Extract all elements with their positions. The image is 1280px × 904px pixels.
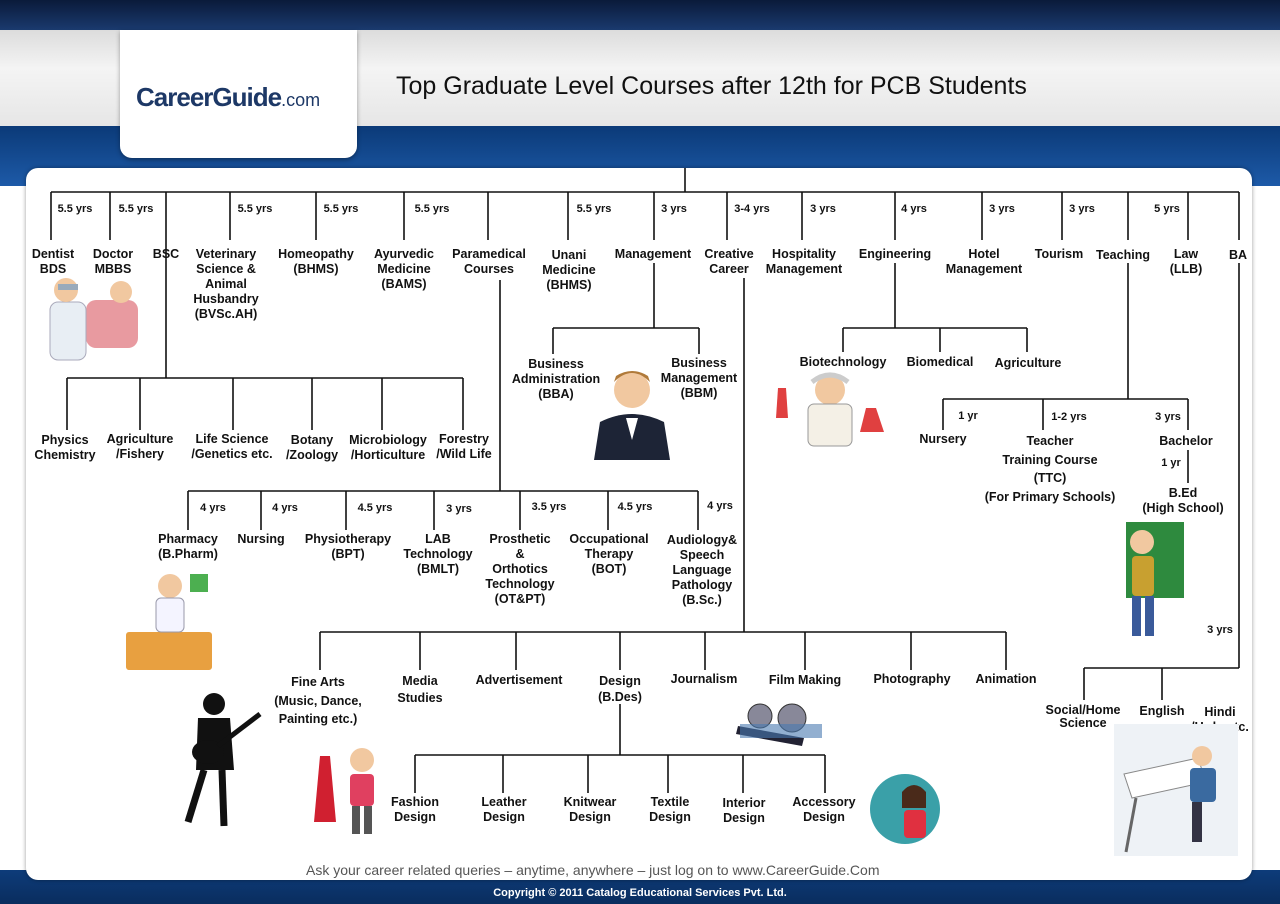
fashion-designer-illustration <box>314 748 374 834</box>
businessman-illustration <box>594 371 670 460</box>
duration-engineering: 4 yrs <box>901 203 927 215</box>
duration-creative: 3-4 yrs <box>734 203 770 215</box>
page-title: Top Graduate Level Courses after 12th fo… <box>396 72 1027 100</box>
dentist-illustration <box>49 278 138 361</box>
duration-pharmacy: 4 yrs <box>200 502 226 514</box>
duration-ba: 3 yrs <box>1207 624 1233 636</box>
logo-main: CareerGuide <box>136 82 282 112</box>
duration-dentist: 5.5 yrs <box>57 203 93 215</box>
paramedical-physiotherapy[interactable]: Physiotherapy(BPT) <box>304 532 392 561</box>
duration-bachelor: 3 yrs <box>1155 411 1181 423</box>
ask-text: Ask your career related queries – anytim… <box>306 862 880 878</box>
duration-doctor: 5.5 yrs <box>118 203 154 215</box>
duration-audiology: 4 yrs <box>707 500 733 512</box>
course-law[interactable]: Law(LLB) <box>1169 247 1203 276</box>
teaching-bachelor[interactable]: Bachelor <box>1159 434 1213 448</box>
duration-unani: 5.5 yrs <box>576 203 612 215</box>
creative-fine-arts[interactable]: Fine Arts(Music, Dance,Painting etc.) <box>274 675 362 726</box>
bsc-microbiology[interactable]: Microbiology/Horticulture <box>349 433 427 462</box>
teaching-bed[interactable]: B.Ed(High School) <box>1142 486 1224 515</box>
artist-desk-illustration <box>1114 724 1238 856</box>
duration-ttc: 1-2 yrs <box>1051 411 1087 423</box>
duration-tourism: 3 yrs <box>1069 203 1095 215</box>
pharmacist-illustration <box>126 574 212 670</box>
bsc-agriculture-fishery[interactable]: Agriculture/Fishery <box>106 432 174 461</box>
engineering-agriculture[interactable]: Agriculture <box>994 356 1062 370</box>
course-homeopathy[interactable]: Homeopathy(BHMS) <box>278 247 354 276</box>
teaching-nursery[interactable]: Nursery <box>919 432 967 446</box>
creative-film-making[interactable]: Film Making <box>768 673 842 687</box>
creative-design[interactable]: Design(B.Des) <box>598 674 642 704</box>
scientist-illustration <box>776 372 884 447</box>
creative-journalism[interactable]: Journalism <box>670 672 738 686</box>
course-teaching[interactable]: Teaching <box>1096 248 1150 262</box>
paramedical-pharmacy[interactable]: Pharmacy(B.Pharm) <box>158 532 218 561</box>
duration-homeopathy: 5.5 yrs <box>323 203 359 215</box>
logo[interactable]: CareerGuide.com <box>136 82 320 113</box>
duration-hotel: 3 yrs <box>989 203 1015 215</box>
logo-tab <box>120 30 357 158</box>
paramedical-nursing[interactable]: Nursing <box>237 532 285 546</box>
engineering-biotechnology[interactable]: Biotechnology <box>799 355 887 369</box>
duration-law: 5 yrs <box>1154 203 1180 215</box>
top-bar <box>0 0 1280 30</box>
course-ba[interactable]: BA <box>1228 248 1248 262</box>
course-management[interactable]: Management <box>614 247 692 261</box>
course-tourism[interactable]: Tourism <box>1034 247 1084 261</box>
duration-physiotherapy: 4.5 yrs <box>357 502 393 514</box>
bsc-forestry[interactable]: Forestry/Wild Life <box>436 432 492 461</box>
guitarist-silhouette <box>184 693 262 827</box>
copyright-text: Copyright © 2011 Catalog Educational Ser… <box>493 887 787 899</box>
duration-bed: 1 yr <box>1161 457 1181 469</box>
duration-nursery: 1 yr <box>958 410 978 422</box>
duration-prosthetic: 3.5 yrs <box>531 501 567 513</box>
duration-occupational: 4.5 yrs <box>617 501 653 513</box>
course-bsc[interactable]: BSC <box>152 247 180 261</box>
bsc-botany-zoology[interactable]: Botany/Zoology <box>285 433 339 462</box>
creative-advertisement[interactable]: Advertisement <box>475 673 563 687</box>
creative-photography[interactable]: Photography <box>873 672 951 686</box>
duration-ayurvedic: 5.5 yrs <box>414 203 450 215</box>
creative-animation[interactable]: Animation <box>975 672 1037 686</box>
bsc-life-science[interactable]: Life Science/Genetics etc. <box>191 432 273 461</box>
duration-management: 3 yrs <box>661 203 687 215</box>
duration-hospitality: 3 yrs <box>810 203 836 215</box>
course-engineering[interactable]: Engineering <box>858 247 932 261</box>
duration-veterinary: 5.5 yrs <box>237 203 273 215</box>
duration-nursing: 4 yrs <box>272 502 298 514</box>
ba-english[interactable]: English <box>1139 704 1185 718</box>
film-reel-illustration <box>736 703 822 746</box>
designer-woman-illustration <box>870 774 940 844</box>
teacher-illustration <box>1126 522 1184 636</box>
engineering-biomedical[interactable]: Biomedical <box>906 355 974 369</box>
logo-suffix: .com <box>281 90 321 110</box>
duration-lab: 3 yrs <box>446 503 472 515</box>
